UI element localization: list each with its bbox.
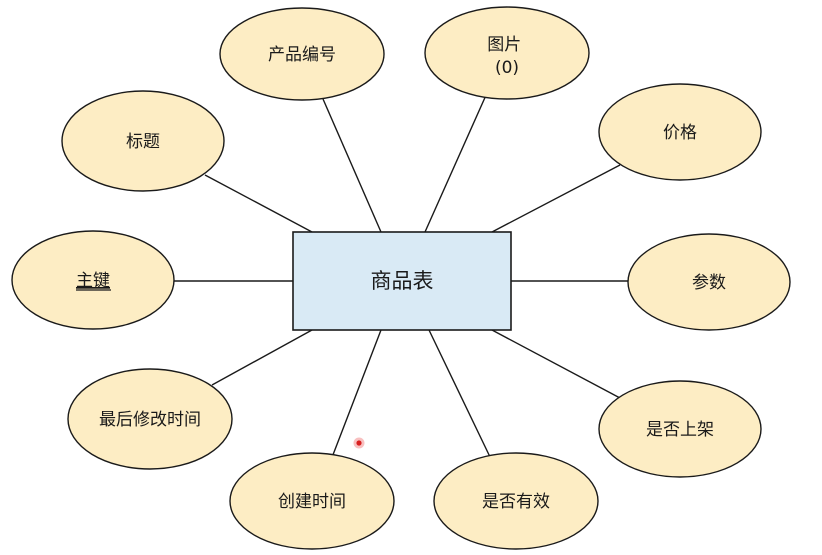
attribute-ellipse: [219, 7, 385, 101]
attribute-title[interactable]: 标题: [61, 90, 225, 192]
attribute-label: 产品编号: [268, 45, 336, 65]
connector-title: [204, 174, 313, 233]
connector-image: [424, 92, 488, 233]
attribute-label: 最后修改时间: [99, 410, 201, 430]
attribute-ellipse: [61, 90, 225, 192]
attribute-image[interactable]: 图片 (0): [424, 6, 590, 100]
entity-box: [292, 231, 512, 331]
attribute-ellipse: [598, 83, 762, 181]
attribute-primary-key[interactable]: 主键: [11, 230, 175, 330]
attribute-label: 参数: [692, 273, 726, 293]
attribute-ellipse: [11, 230, 175, 330]
connector-product-no: [322, 98, 382, 233]
attribute-is-listed[interactable]: 是否上架: [598, 380, 762, 478]
attribute-is-valid[interactable]: 是否有效: [433, 452, 599, 550]
attribute-label: 价格: [663, 123, 697, 143]
attribute-label-line2: (0): [495, 58, 519, 78]
entity-label: 商品表: [371, 269, 434, 293]
attribute-ellipse: [424, 6, 590, 100]
attribute-price[interactable]: 价格: [598, 83, 762, 181]
attribute-ellipse: [598, 380, 762, 478]
attribute-params[interactable]: 参数: [627, 233, 791, 331]
attribute-ellipse: [433, 452, 599, 550]
attribute-label: 图片 (0): [487, 35, 526, 78]
attribute-ellipse: [229, 452, 395, 550]
mouse-cursor-indicator: [353, 437, 365, 449]
attribute-last-modified[interactable]: 最后修改时间: [67, 368, 233, 470]
attribute-label: 主键: [76, 271, 110, 291]
attribute-created-time[interactable]: 创建时间: [229, 452, 395, 550]
attribute-label: 是否有效: [482, 492, 550, 512]
connector-price: [491, 164, 621, 233]
entity-product-table[interactable]: 商品表: [292, 231, 512, 331]
attribute-label: 标题: [126, 132, 160, 152]
connector-lines: [174, 92, 630, 461]
attribute-label: 创建时间: [278, 492, 346, 512]
attribute-label: 是否上架: [646, 420, 714, 440]
connector-created-time: [330, 329, 382, 461]
attribute-ellipse: [627, 233, 791, 331]
connector-is-listed: [491, 329, 621, 399]
connector-is-valid: [428, 329, 492, 460]
attribute-ellipse: [67, 368, 233, 470]
attribute-label-line1: 图片: [487, 35, 521, 55]
cursor-dot: [356, 440, 362, 446]
attribute-product-no[interactable]: 产品编号: [219, 7, 385, 101]
connector-last-modified: [211, 329, 313, 386]
